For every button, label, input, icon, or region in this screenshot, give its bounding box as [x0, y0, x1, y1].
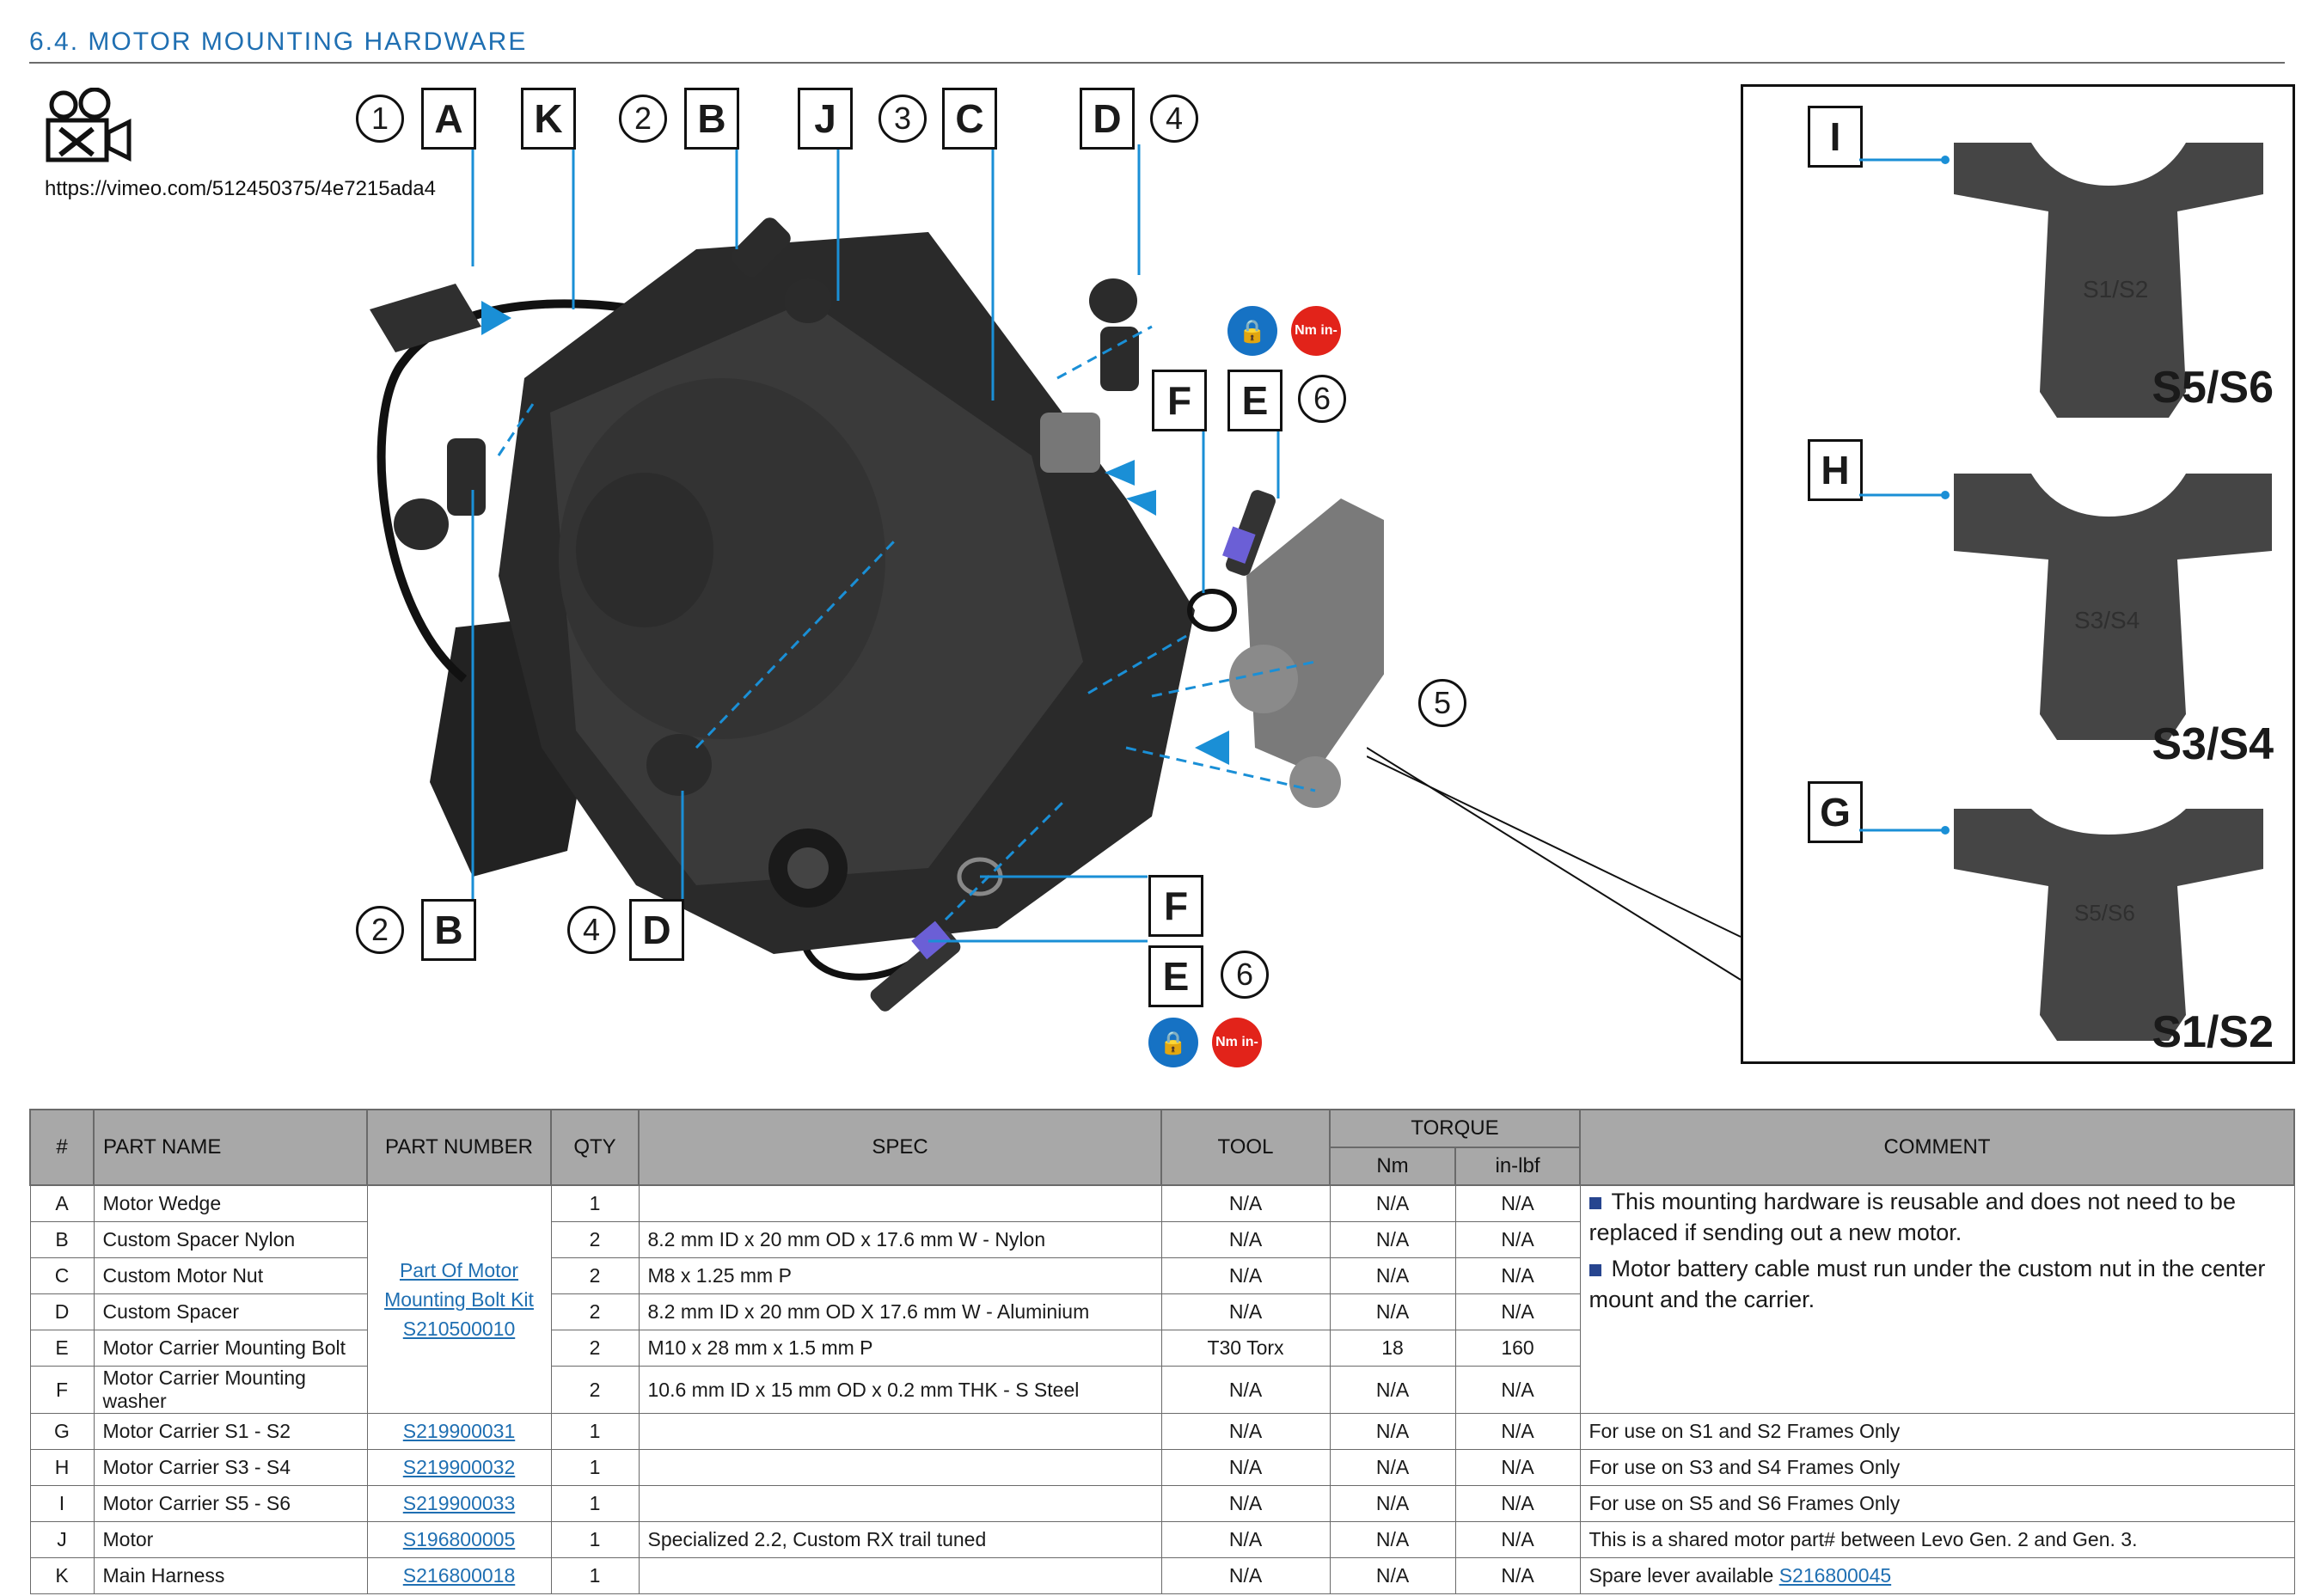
part-number-link[interactable]: S219900032: [366, 1449, 552, 1486]
callout-num-4: 4: [1150, 95, 1198, 143]
bullet-icon: [1589, 1263, 1601, 1276]
cell-tool: N/A: [1160, 1184, 1331, 1222]
callout-J: J: [798, 88, 853, 150]
cell-name: Motor Wedge: [93, 1184, 368, 1222]
video-link[interactable]: https://vimeo.com/512450375/4e7215ada4: [45, 177, 437, 200]
cell-nm: N/A: [1329, 1184, 1456, 1222]
cell-comment: For use on S5 and S6 Frames Only: [1579, 1485, 2295, 1522]
carrier-s1-s2-label: S1/S2: [2152, 1007, 2274, 1057]
callout-A: A: [421, 88, 476, 150]
callout-num-5: 5: [1418, 679, 1466, 727]
kit-part-number-cell: Part Of Motor Mounting Bolt Kit S2105000…: [366, 1184, 552, 1414]
cell-id: A: [29, 1184, 95, 1222]
callout-E-lower: E: [1148, 945, 1203, 1007]
header-num: #: [29, 1109, 95, 1186]
part-number-link[interactable]: S216800018: [366, 1557, 552, 1594]
parts-table: # PART NAME PART NUMBER QTY SPEC TOOL TO…: [29, 1109, 2295, 1594]
callout-num-6: 6: [1298, 375, 1346, 423]
header-part-name: PART NAME: [93, 1109, 368, 1186]
carrier-s1-s2-image: S5/S6: [1859, 809, 2263, 1041]
header-spec: SPEC: [638, 1109, 1162, 1186]
kit-link-line3[interactable]: S210500010: [402, 1318, 516, 1340]
callout-F: F: [1152, 370, 1207, 431]
callout-B: B: [684, 88, 739, 150]
callout-D: D: [1080, 88, 1135, 150]
callout-num-1: 1: [356, 95, 404, 143]
carrier-detail-leaders: [1367, 747, 1742, 981]
bullet-icon: [1589, 1196, 1601, 1209]
video-camera-tools-icon: [46, 88, 132, 162]
cell-comment: For use on S1 and S2 Frames Only: [1579, 1413, 2295, 1450]
header-part-number: PART NUMBER: [366, 1109, 552, 1186]
cell-qty: 1: [550, 1184, 640, 1222]
header-in-lbf: in-lbf: [1454, 1147, 1581, 1186]
section-divider: [29, 62, 2285, 64]
cell-inlbf: N/A: [1454, 1184, 1581, 1222]
part-number-link[interactable]: S219900031: [366, 1413, 552, 1450]
callout-num-3: 3: [878, 95, 927, 143]
threadlocker-icon: 🔒: [1227, 306, 1277, 356]
cell-comment: This is a shared motor part# between Lev…: [1579, 1521, 2295, 1558]
callout-num-2-lower: 2: [356, 906, 404, 954]
header-tool: TOOL: [1160, 1109, 1331, 1186]
callout-K: K: [521, 88, 576, 150]
torque-wrench-icon: Nm in-lbf: [1212, 1018, 1262, 1099]
carrier-s5-s6-imprint: S1/S2: [2083, 276, 2148, 303]
kit-link-line1[interactable]: Part Of Motor: [399, 1259, 519, 1281]
table-row: A Motor Wedge Part Of Motor Mounting Bol…: [29, 1184, 2295, 1414]
part-number-link[interactable]: S196800005: [366, 1521, 552, 1558]
header-qty: QTY: [550, 1109, 640, 1186]
cell-comment: Spare lever available S216800045: [1579, 1557, 2295, 1594]
carrier-s3-s4-image: S3/S4: [1859, 474, 2272, 740]
callout-C: C: [942, 88, 997, 150]
torque-wrench-icon: Nm in-lbf: [1291, 306, 1341, 388]
header-torque: TORQUE: [1329, 1109, 1581, 1148]
group-comment-2: Motor battery cable must run under the c…: [1589, 1256, 2266, 1312]
header-comment: COMMENT: [1579, 1109, 2295, 1186]
kit-link-line2[interactable]: Mounting Bolt Kit: [384, 1288, 534, 1311]
group-comment-cell: This mounting hardware is reusable and d…: [1579, 1184, 2295, 1414]
carrier-s5-s6-label: S5/S6: [2152, 363, 2274, 413]
carrier-s3-s4-label: S3/S4: [2152, 719, 2274, 769]
motor-exploded-diagram: [370, 144, 1384, 1012]
callout-E: E: [1227, 370, 1282, 431]
carrier-s3-s4-imprint: S3/S4: [2074, 607, 2140, 633]
carrier-detail-panel: I S1/S2 S5/S6 H S3/S4 S3/S4 G S5/S6 S1/S…: [1741, 84, 2295, 1064]
callout-D-lower: D: [629, 899, 684, 961]
callout-F-lower: F: [1148, 875, 1203, 937]
callout-I: I: [1808, 106, 1863, 168]
callout-B-lower: B: [421, 899, 476, 961]
callout-H: H: [1808, 439, 1863, 501]
spare-lever-link[interactable]: S216800045: [1778, 1564, 1892, 1587]
callout-num-4-lower: 4: [567, 906, 615, 954]
cell-spec: [638, 1184, 1162, 1222]
callout-num-2: 2: [619, 95, 667, 143]
carrier-s1-s2-imprint: S5/S6: [2074, 900, 2135, 926]
header-nm: Nm: [1329, 1147, 1456, 1186]
callout-num-6-lower: 6: [1221, 951, 1269, 999]
group-comment-1: This mounting hardware is reusable and d…: [1589, 1189, 2236, 1245]
carrier-s5-s6-image: S1/S2: [1859, 143, 2263, 418]
section-title: 6.4. MOTOR MOUNTING HARDWARE: [29, 28, 528, 56]
callout-G: G: [1808, 781, 1863, 843]
threadlocker-icon: 🔒: [1148, 1018, 1198, 1067]
cell-comment: For use on S3 and S4 Frames Only: [1579, 1449, 2295, 1486]
part-number-link[interactable]: S219900033: [366, 1485, 552, 1522]
